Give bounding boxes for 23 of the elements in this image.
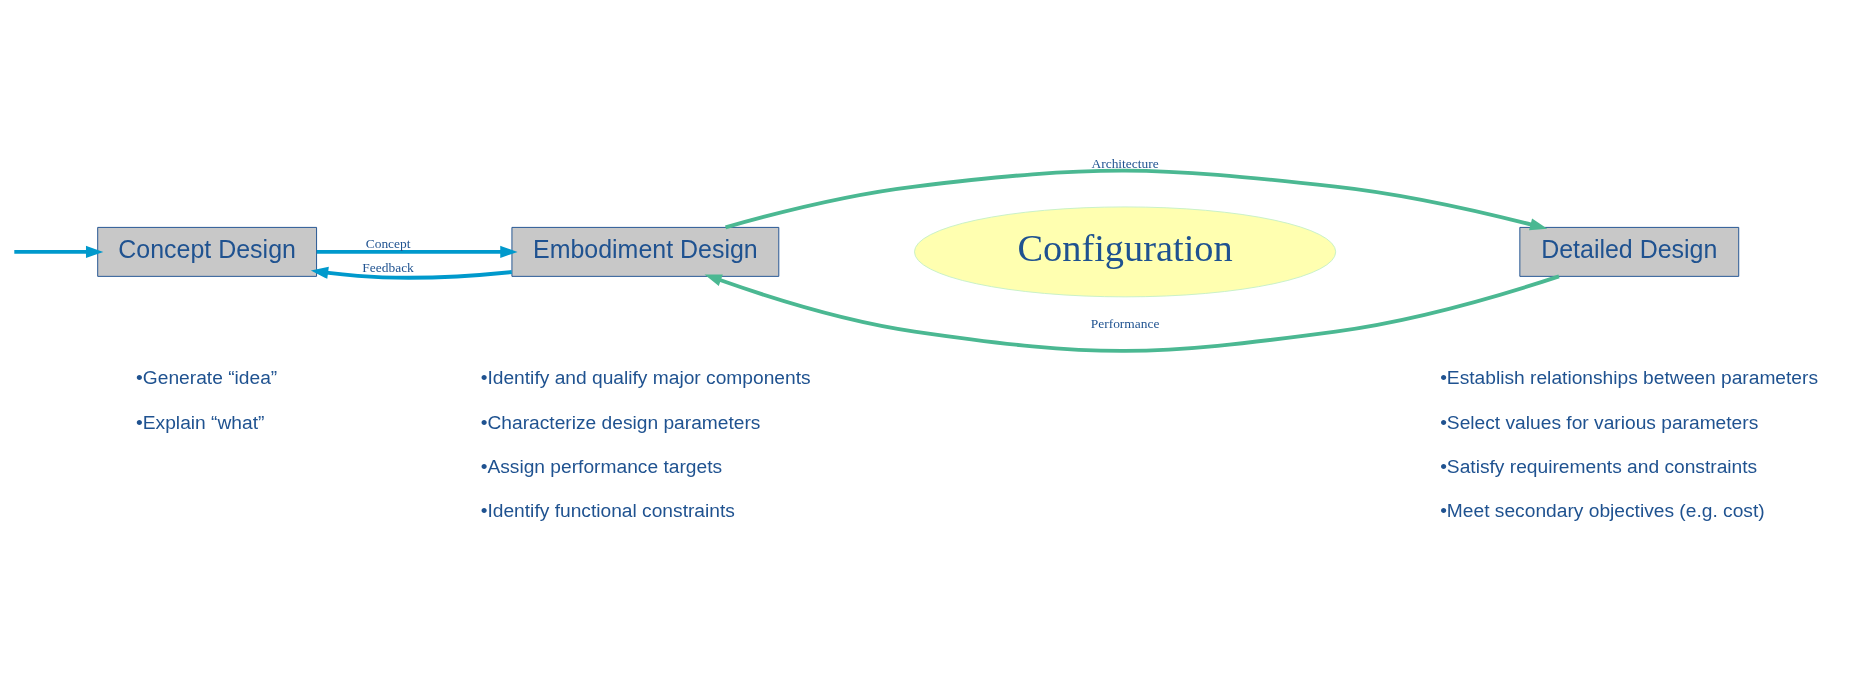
edge-label: Architecture [1091, 155, 1159, 171]
node-label: •Meet secondary objectives (e.g. cost) [1440, 499, 1765, 521]
node-box: Concept Design [97, 226, 318, 277]
node-label: •Generate “idea” [136, 367, 278, 389]
node-label: •Characterize design parameters [480, 411, 761, 433]
arrow [704, 274, 1560, 353]
arrow [14, 245, 104, 258]
arrow [316, 245, 518, 258]
node-label: •Identify and qualify major components [480, 367, 811, 389]
arrow [725, 168, 1548, 231]
node-label: •Assign performance targets [480, 455, 723, 477]
node-box: Detailed Design [1519, 226, 1740, 277]
node-ellipse: Configuration [913, 206, 1337, 298]
arrow [310, 266, 512, 280]
node-label: •Identify functional constraints [480, 499, 735, 521]
edge-label: Concept [365, 236, 411, 252]
node-box: Embodiment Design [511, 226, 780, 277]
node-label: •Explain “what” [136, 411, 265, 433]
edge-label: Feedback [362, 260, 414, 276]
node-label: •Establish relationships between parameters [1440, 367, 1819, 389]
node-label: •Satisfy requirements and constraints [1440, 455, 1758, 477]
node-label: •Select values for various parameters [1440, 411, 1759, 433]
edge-label: Performance [1090, 315, 1160, 331]
